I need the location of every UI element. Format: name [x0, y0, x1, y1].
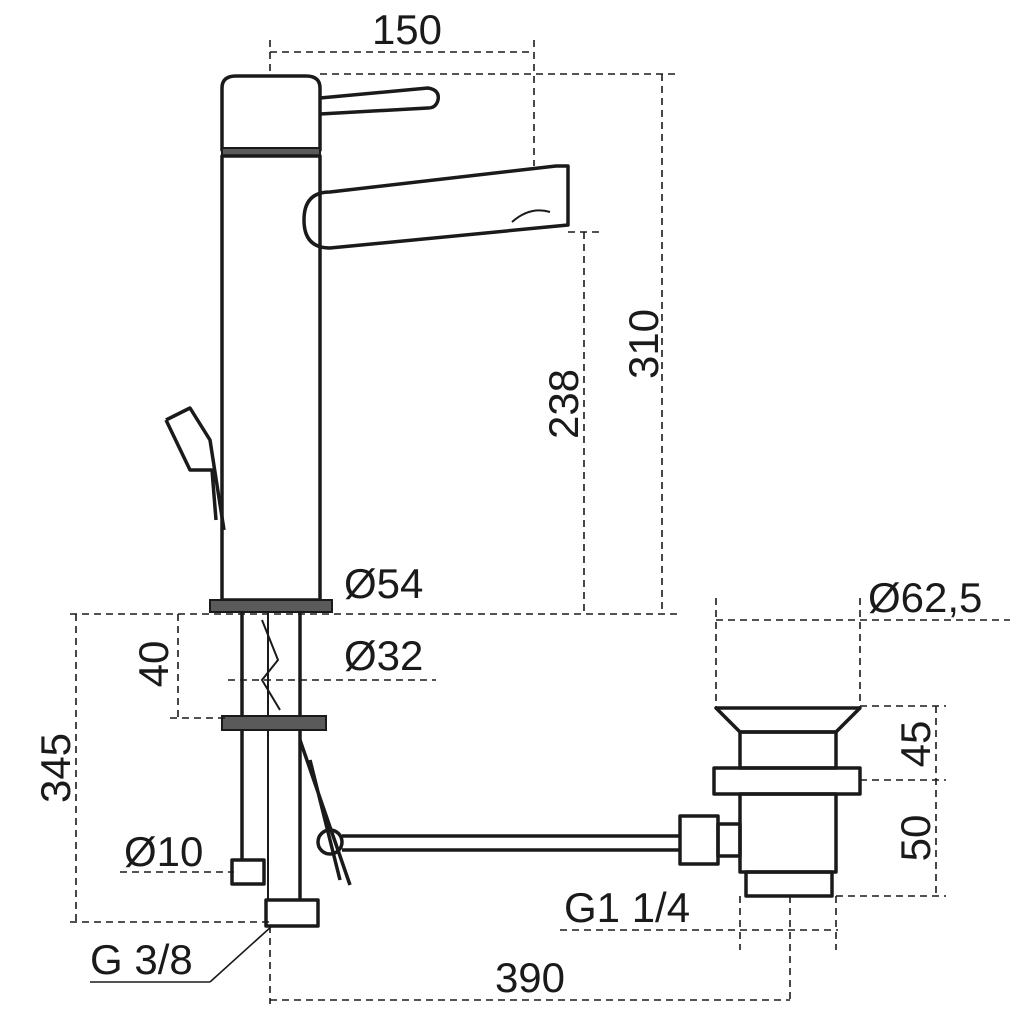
label-deck-thickness: 40 [130, 641, 177, 688]
label-hose-thread: G 3/8 [90, 936, 193, 983]
lifting-rod [298, 739, 352, 886]
rod-connector [678, 814, 720, 866]
faucet-cap [220, 74, 322, 152]
lever-handle [319, 86, 441, 116]
label-spout-reach: 150 [372, 6, 442, 53]
rod-connector-neck [716, 822, 742, 858]
label-waste-body-height: 50 [892, 815, 939, 862]
label-shank-diameter: Ø32 [344, 632, 423, 679]
waste-fitting [678, 706, 862, 898]
label-drain-distance: 390 [495, 954, 565, 1001]
rod-clamp [316, 828, 344, 856]
hose-end-fitting [230, 858, 266, 886]
waste-neck [738, 730, 838, 770]
shank-hatch [260, 619, 281, 711]
popup-rod [164, 406, 226, 531]
waste-body [738, 792, 838, 874]
fixing-nut [221, 715, 327, 731]
label-pipe-length: 345 [32, 733, 79, 803]
label-waste-diameter: Ø62,5 [868, 574, 982, 621]
label-waste-thread: G1 1/4 [564, 884, 690, 931]
dimension-lines [70, 40, 1010, 1004]
dimension-labels: 150 310 238 Ø54 Ø32 40 345 Ø10 G 3/8 Ø62… [32, 6, 982, 1001]
waste-nut [712, 766, 862, 796]
waste-thread-end [744, 870, 834, 898]
label-total-height: 310 [620, 309, 667, 379]
label-waste-top-height: 45 [892, 721, 939, 768]
faucet [164, 74, 680, 928]
base-flange [209, 599, 333, 613]
label-spout-height: 238 [540, 369, 587, 439]
thread-connector [264, 898, 320, 928]
spout [302, 164, 570, 250]
label-base-diameter: Ø54 [344, 560, 423, 607]
aerator-line [511, 209, 551, 223]
waste-funnel [714, 706, 862, 734]
label-hose-diameter: Ø10 [124, 828, 203, 875]
